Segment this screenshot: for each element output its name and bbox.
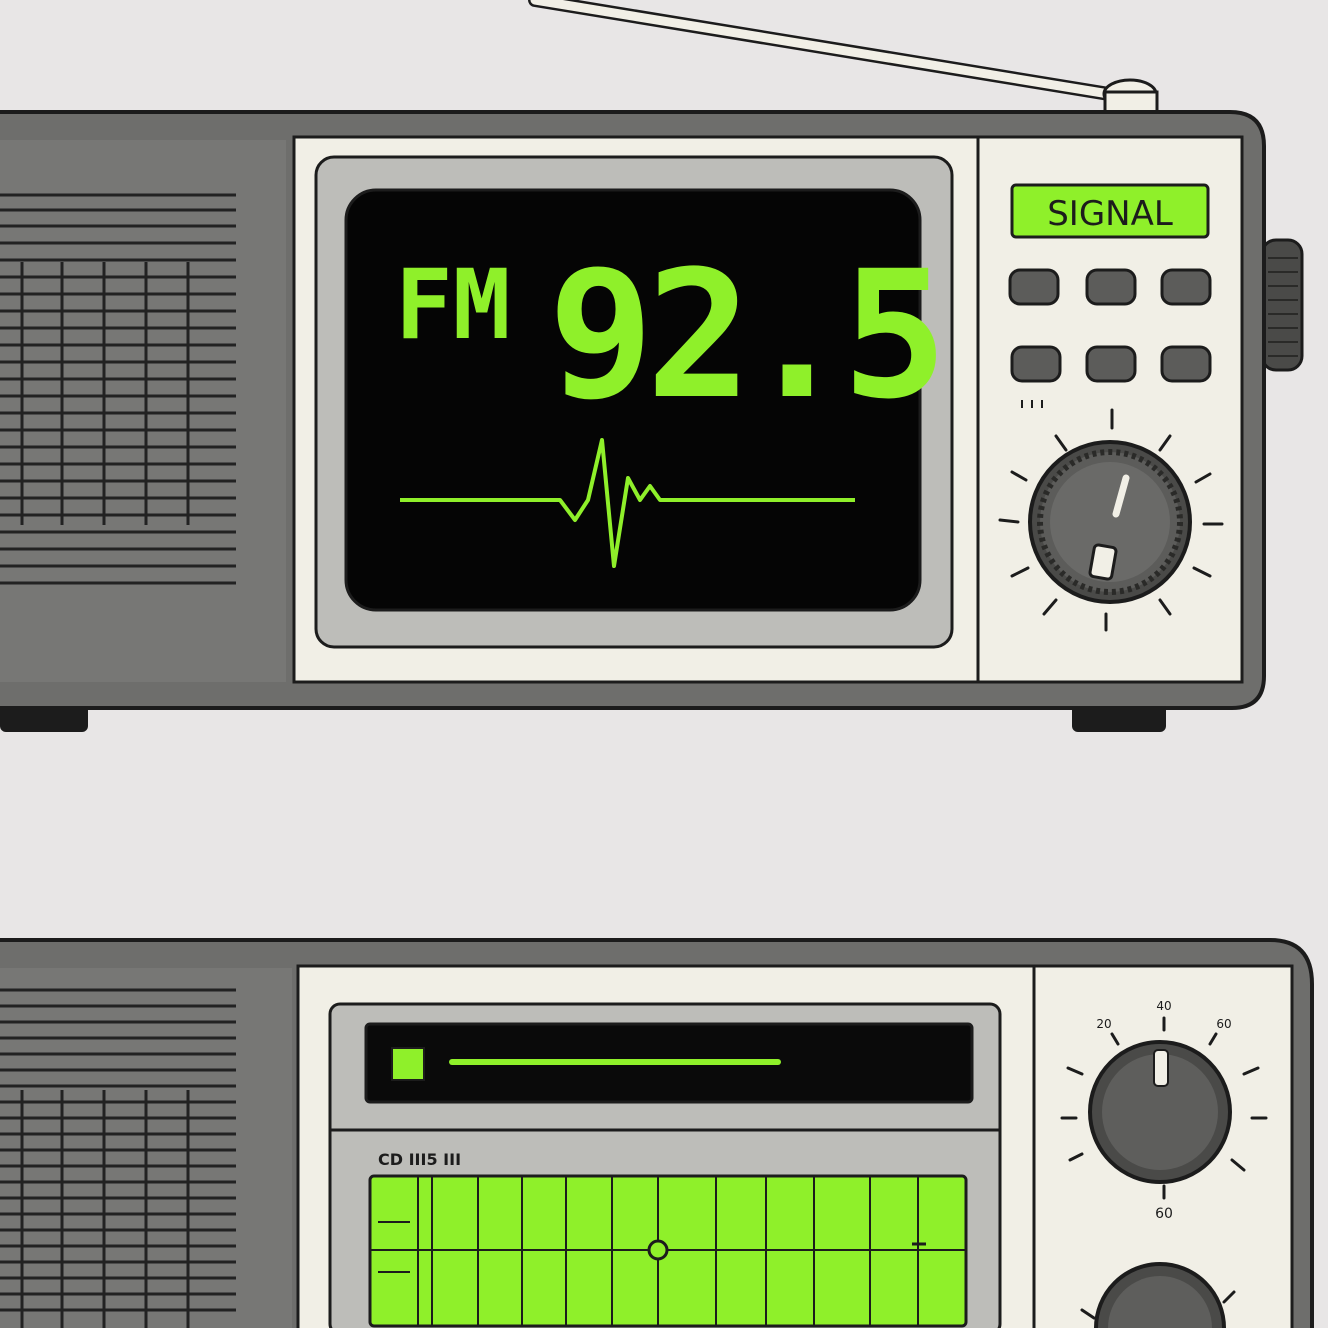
bottom-radio: CD III5 III xyxy=(0,938,1314,1328)
small-tick-marks xyxy=(1021,400,1043,408)
scale-labels-bottom: 20 40 60 60 xyxy=(1096,999,1231,1222)
volume-knob-icon[interactable] xyxy=(1060,1016,1268,1200)
tuning-knob-icon[interactable] xyxy=(998,408,1224,632)
preset-button-6[interactable] xyxy=(1160,345,1212,383)
preset-buttons xyxy=(1008,268,1212,383)
status-text: CD III5 III xyxy=(378,1150,461,1169)
antenna-icon[interactable] xyxy=(528,0,1159,114)
band-label: FM xyxy=(395,249,511,361)
scale-label-1: 20 xyxy=(1096,1017,1111,1031)
frequency-readout: 92.5 xyxy=(548,233,940,438)
speaker-grille xyxy=(0,140,286,682)
status-led xyxy=(391,1047,425,1081)
signal-label: SIGNAL xyxy=(1047,194,1173,234)
preset-button-5[interactable] xyxy=(1085,345,1137,383)
side-tuning-wheel[interactable] xyxy=(1260,238,1304,372)
scale-label-4: 60 xyxy=(1155,1206,1173,1222)
signal-indicator: SIGNAL xyxy=(1010,183,1210,239)
preset-button-4[interactable] xyxy=(1010,345,1062,383)
pulse-waveform-icon xyxy=(400,438,855,568)
preset-button-3[interactable] xyxy=(1160,268,1212,306)
tuning-scale xyxy=(368,1174,968,1328)
preset-button-2[interactable] xyxy=(1085,268,1137,306)
bass-knob-icon[interactable] xyxy=(1080,1262,1236,1328)
scale-label-3: 60 xyxy=(1216,1017,1231,1031)
preset-button-1[interactable] xyxy=(1008,268,1060,306)
speaker-grille-bottom xyxy=(0,968,292,1328)
top-radio: FM 92.5 SIGNAL xyxy=(0,110,1304,732)
tape-slot-display xyxy=(364,1022,974,1104)
scale-label-2: 40 xyxy=(1156,999,1171,1013)
tuning-marker[interactable] xyxy=(647,1239,669,1261)
lcd-screen xyxy=(344,188,922,612)
